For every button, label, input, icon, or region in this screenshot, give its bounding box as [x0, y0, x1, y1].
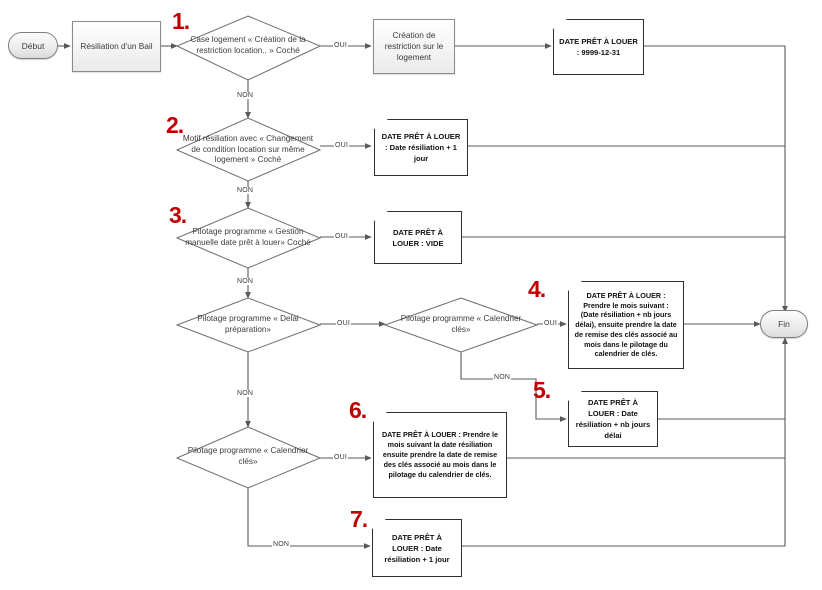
edge-label-oui-4: OUI: [336, 320, 352, 327]
decision-shape-2: [175, 117, 322, 182]
document-1-text: DATE PRÊT À LOUER : 9999-12-31: [559, 37, 638, 57]
edge-label-oui-2: OUI: [334, 142, 350, 149]
terminal-start-label: Début: [21, 40, 45, 51]
step-number-7: 7.: [350, 506, 368, 532]
document-6-text: DATE PRÊT À LOUER : Prendre le mois suiv…: [381, 430, 499, 479]
decision-shape-4: [175, 297, 322, 353]
edge-label-non-1: NON: [236, 92, 255, 99]
document-box-7: DATE PRÊT À LOUER : Date résiliation + 1…: [372, 519, 462, 577]
terminal-end-label: Fin: [778, 319, 790, 329]
document-3-text: DATE PRÊT À LOUER : VIDE: [392, 227, 444, 248]
step-number-1: 1.: [172, 8, 190, 34]
decision-shape-3: [175, 207, 322, 269]
document-box-6: DATE PRÊT À LOUER : Prendre le mois suiv…: [373, 412, 507, 498]
process-resiliation: Résiliation d'un Bail: [72, 21, 161, 72]
document-box-1: DATE PRÊT À LOUER : 9999-12-31: [553, 19, 644, 75]
document-4-text: DATE PRÊT À LOUER : Prendre le mois suiv…: [574, 290, 678, 359]
document-2-text: DATE PRÊT À LOUER : Date résiliation + 1…: [381, 132, 461, 163]
edge-label-non-2: NON: [236, 187, 255, 194]
document-box-4: DATE PRÊT À LOUER : Prendre le mois suiv…: [568, 281, 684, 369]
document-7-text: DATE PRÊT À LOUER : Date résiliation + 1…: [384, 532, 450, 564]
terminal-start: Début: [8, 32, 58, 59]
edge-label-oui-1: OUI: [333, 42, 349, 49]
decision-shape-1: [175, 15, 322, 81]
step-number-5: 5.: [533, 377, 551, 403]
step-number-4: 4.: [528, 276, 546, 302]
document-box-5: DATE PRÊT À LOUER : Date résiliation + n…: [568, 391, 658, 447]
edge-label-oui-5: OUI: [543, 320, 559, 327]
document-5-text: DATE PRÊT À LOUER : Date résiliation + n…: [575, 398, 651, 440]
document-box-3: DATE PRÊT À LOUER : VIDE: [374, 211, 462, 264]
decision-shape-5: [383, 297, 539, 353]
edge-label-non-5: NON: [493, 374, 512, 381]
step-number-2: 2.: [166, 112, 184, 138]
edge-label-non-4: NON: [236, 390, 255, 397]
step-number-6: 6.: [349, 397, 367, 423]
edge-label-oui-6: OUI: [333, 454, 349, 461]
edge-label-oui-3: OUI: [334, 233, 350, 240]
terminal-end: Fin: [760, 310, 808, 338]
decision-shape-6: [175, 426, 322, 489]
process-resiliation-label: Résiliation d'un Bail: [80, 40, 153, 51]
process-creation-restriction: Création de restriction sur le logement: [373, 19, 455, 74]
document-box-2: DATE PRÊT À LOUER : Date résiliation + 1…: [374, 119, 468, 176]
edge-label-non-3: NON: [236, 278, 255, 285]
step-number-3: 3.: [169, 202, 187, 228]
process-creation-restriction-label: Création de restriction sur le logement: [384, 29, 444, 63]
edge-label-non-6: NON: [272, 541, 291, 548]
